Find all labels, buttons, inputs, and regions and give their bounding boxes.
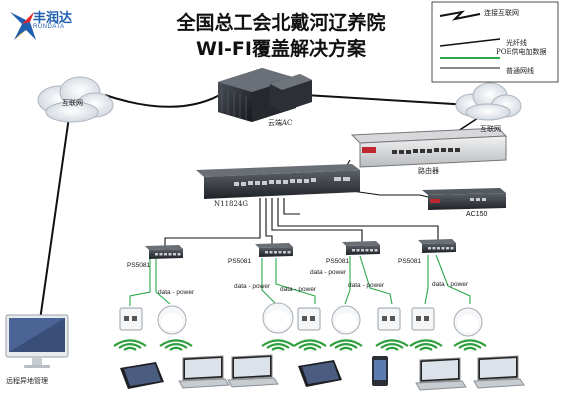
legend-fiber-label: 光纤线 (506, 39, 527, 47)
tablet-client-2 (298, 360, 342, 387)
panel-ap-2 (297, 307, 321, 331)
legend-poe-label: POE供电加数据 (496, 48, 547, 56)
laptop-client-3 (415, 357, 467, 391)
poe-switch-label-3: PS5081 (326, 258, 350, 265)
internet-links (39, 91, 471, 321)
core-switch-label: N11824G (214, 200, 248, 208)
page-title-line1: 全国总工会北戴河辽养院 (176, 12, 386, 34)
wifi-arc-3 (261, 339, 295, 351)
internet-cloud-left (37, 76, 114, 123)
core-switch-device (196, 164, 360, 199)
tablet-client-1 (120, 362, 164, 389)
poe-switches (145, 239, 456, 259)
router-label: 路由器 (418, 167, 439, 175)
ac150-device (422, 188, 506, 210)
data-power-label-2: data - power (234, 283, 271, 290)
ceiling-ap-2 (262, 302, 294, 334)
poe-cables (129, 254, 471, 306)
wifi-arc-2 (159, 339, 193, 351)
poe-switch-3 (342, 241, 380, 255)
laptop-client-2 (227, 354, 279, 388)
poe-switch-4 (418, 239, 456, 253)
poe-switch-label-4: PS5081 (398, 258, 422, 265)
cloud-left-label: 互联网 (62, 99, 83, 107)
laptop-client-1 (178, 355, 230, 389)
wifi-arc-6 (375, 339, 409, 351)
logo-subtitle: RUNDATA (33, 24, 65, 30)
poe-switch-label-2: PS5081 (228, 258, 252, 265)
panel-ap-3 (377, 307, 401, 331)
legend-internet-swatch (439, 10, 481, 21)
wifi-arc-7 (409, 339, 443, 351)
ceiling-ap-3 (331, 305, 361, 335)
wifi-arc-1 (113, 339, 147, 351)
ceiling-ap-1 (157, 305, 187, 335)
legend-fiber-swatch (439, 38, 501, 47)
logo-name: 丰润达 (33, 11, 73, 26)
wifi-signals (113, 339, 487, 351)
cloud-ac-servers (218, 68, 312, 122)
access-points (119, 302, 483, 337)
phone-client-1 (372, 356, 388, 386)
poe-switch-1 (145, 245, 183, 259)
page-title-line2: WI-FI覆盖解决方案 (196, 38, 366, 60)
legend-internet-label: 连接互联网 (484, 9, 519, 17)
legend-box (431, 1, 559, 83)
internet-cloud-right (455, 82, 522, 121)
ceiling-ap-4 (453, 307, 483, 337)
data-power-label-5: data - power (348, 282, 385, 289)
cloud-ac-label: 云端AC (268, 119, 293, 127)
data-power-label-4: data - power (310, 269, 347, 276)
panel-ap-1 (119, 307, 143, 331)
router-device (350, 127, 508, 168)
remote-mgmt-label: 远程异地管理 (6, 377, 48, 385)
ac150-label: AC150 (466, 211, 488, 218)
remote-monitor (5, 314, 69, 368)
wifi-arc-4 (293, 339, 327, 351)
data-power-label-1: data - power (158, 289, 195, 296)
client-devices (120, 354, 525, 391)
legend-lan-label: 普通网线 (506, 67, 534, 75)
poe-switch-2 (255, 243, 293, 257)
wifi-arc-8 (453, 339, 487, 351)
panel-ap-4 (411, 307, 435, 331)
data-power-label-3: data - power (280, 286, 317, 293)
laptop-client-4 (473, 355, 525, 389)
poe-switch-label-1: PS5081 (127, 262, 151, 269)
data-power-label-6: data - power (432, 281, 469, 288)
rundata-logo (10, 12, 36, 40)
wifi-arc-5 (329, 339, 363, 351)
cloud-right-label: 互联网 (480, 125, 501, 133)
